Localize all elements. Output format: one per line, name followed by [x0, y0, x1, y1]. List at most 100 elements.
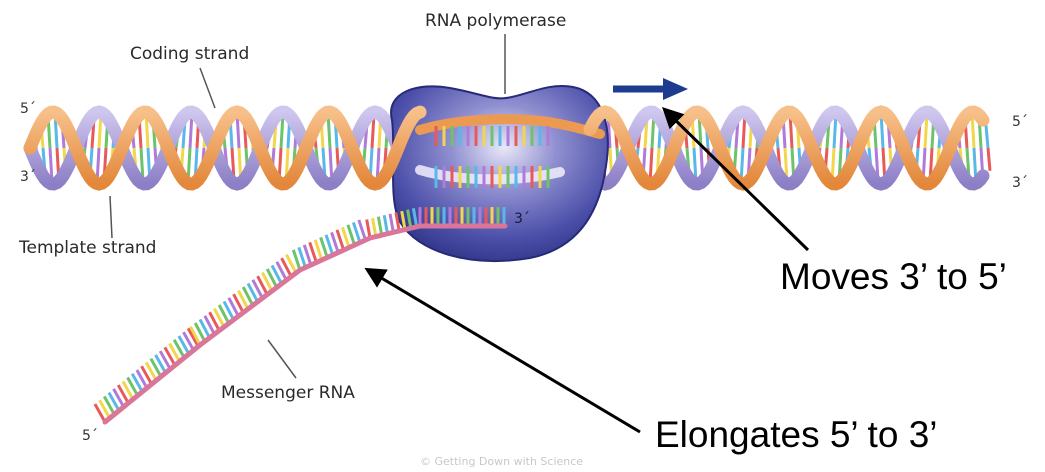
mrna-base [149, 357, 163, 378]
mrna-base [98, 399, 111, 419]
mrna-base [319, 236, 329, 258]
mrna-base [203, 315, 216, 335]
mrna-base [335, 229, 346, 251]
leader-line [109, 195, 113, 239]
mrna-base [116, 384, 130, 404]
leader-line [267, 339, 297, 379]
mrna-base [198, 318, 211, 339]
base-pair [48, 147, 54, 183]
mrna-base [158, 350, 172, 370]
leader-line [199, 67, 216, 109]
template-strand-label: Template strand [19, 238, 157, 258]
mrna-base [135, 369, 149, 389]
rna-polymerase-label: RNA polymerase [425, 11, 567, 31]
leader-lines [109, 34, 506, 379]
base-pair [923, 113, 929, 149]
mrna-5-prime-end: 5´ [82, 428, 98, 444]
mrna-base [246, 282, 259, 303]
mrna-base [163, 346, 177, 367]
mrna-base [324, 234, 335, 256]
mrna-base [241, 286, 255, 307]
mrna-base [382, 215, 389, 235]
bubble-template-strand [415, 165, 565, 185]
mrna-base [93, 403, 107, 423]
mrna-base [189, 325, 202, 346]
mrna-base [217, 304, 231, 325]
left-3-prime-end: 3´ [20, 169, 36, 185]
mrna-base [265, 268, 279, 289]
mrna-base [313, 239, 324, 261]
mrna-base [346, 224, 356, 246]
mrna-base [351, 221, 362, 244]
image-credit: © Getting Down with Science [420, 455, 584, 468]
moves-direction-annotation: Moves 3’ to 5’ [780, 256, 1007, 297]
mrna-base [256, 275, 269, 296]
mrna-base [172, 339, 186, 359]
coding-strand-helix [23, 105, 990, 191]
elongates-arrow [364, 267, 641, 434]
annotation-arrows [364, 78, 810, 434]
mrna-base [186, 327, 200, 348]
mrna-base [371, 217, 378, 237]
mrna-base [168, 342, 181, 363]
mrna-base [130, 373, 144, 393]
mrna-base [126, 376, 139, 397]
elongates-direction-annotation: Elongates 5’ to 3’ [655, 414, 938, 455]
mrna-base [365, 219, 372, 239]
mrna-base [154, 354, 167, 374]
right-3-prime-end: 3´ [1012, 175, 1028, 191]
mrna-base [376, 216, 384, 236]
mrna-strand [93, 207, 508, 425]
mrna-base [193, 322, 207, 343]
template-strand-right [583, 105, 990, 191]
mrna-base [308, 241, 318, 263]
mrna-base [208, 311, 221, 332]
mrna-base [182, 331, 195, 351]
mrna-base [144, 361, 158, 382]
mrna-base [140, 365, 153, 385]
base-pair [370, 113, 376, 149]
mrna-base [400, 210, 407, 230]
mrna-base [291, 249, 302, 271]
mrna-base [406, 209, 413, 229]
mrna-base [302, 244, 313, 266]
mrna-base [232, 293, 245, 314]
mrna-base [411, 208, 419, 228]
messenger-rna-label: Messenger RNA [221, 383, 355, 403]
mrna-3-prime-end: 3´ [514, 211, 530, 227]
base-pair [692, 147, 698, 183]
mrna-base [394, 212, 401, 232]
mrna-base [297, 246, 307, 268]
right-5-prime-end: 5´ [1012, 114, 1028, 130]
direction-arrow-head [663, 78, 688, 100]
mrna-backbone [102, 223, 508, 425]
mrna-base [341, 226, 351, 249]
mrna-base [102, 395, 116, 416]
mrna-base [330, 231, 340, 254]
mrna-base [261, 271, 274, 292]
mrna-base [222, 300, 235, 321]
mrna-base [275, 261, 288, 281]
mrna-base [251, 279, 264, 299]
mrna-base [112, 388, 125, 408]
coding-strand-label: Coding strand [130, 44, 250, 64]
coding-strand-right [583, 105, 990, 191]
mrna-base [213, 307, 226, 328]
mrna-base [357, 219, 367, 241]
mrna-base [237, 289, 250, 310]
moves-arrow [661, 107, 810, 252]
mrna-base [177, 335, 191, 355]
mrna-base [121, 380, 135, 401]
mrna-base [107, 391, 121, 412]
base-pair [984, 125, 990, 149]
mrna-base [227, 297, 240, 317]
left-5-prime-end: 5´ [20, 101, 36, 117]
mrna-base [270, 264, 283, 285]
mrna-base [280, 257, 293, 278]
base-pair [279, 113, 285, 149]
mrna-base [388, 213, 395, 233]
mrna-base [285, 253, 298, 274]
coding-strand-left [23, 105, 427, 191]
